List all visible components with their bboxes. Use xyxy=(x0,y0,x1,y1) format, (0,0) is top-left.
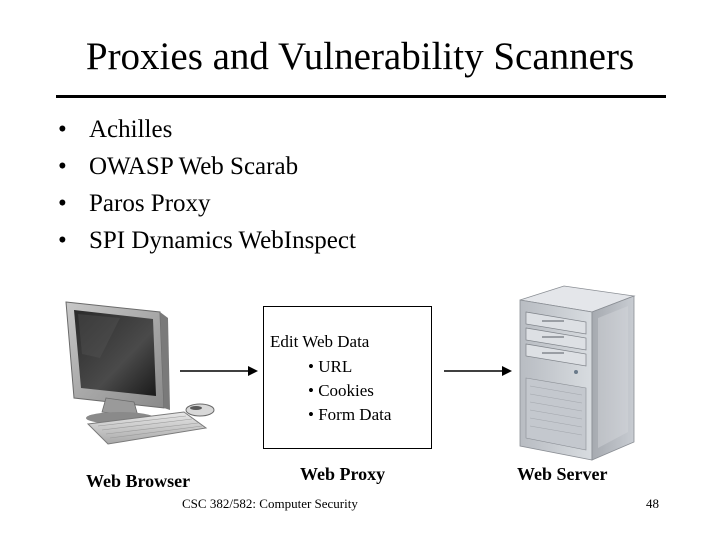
arrow-browser-to-proxy xyxy=(180,365,258,377)
bullet-item: • SPI Dynamics WebInspect xyxy=(58,222,356,259)
proxy-edit-list: • URL • Cookies • Form Data xyxy=(308,355,391,427)
web-proxy-label: Web Proxy xyxy=(300,464,386,484)
arrow-proxy-to-server xyxy=(444,365,512,377)
bullet-dot: • xyxy=(58,227,67,254)
bullet-item: • OWASP Web Scarab xyxy=(58,148,356,185)
bullet-text: Paros Proxy xyxy=(89,190,211,217)
footer-course: CSC 382/582: Computer Security xyxy=(182,496,358,511)
tower-server-icon xyxy=(512,282,638,462)
bullet-dot: • xyxy=(58,190,67,217)
proxy-edit-item: • URL xyxy=(308,357,353,376)
proxy-edit-item: • Form Data xyxy=(308,405,392,424)
bullet-dot: • xyxy=(58,116,67,143)
title-divider xyxy=(56,95,666,98)
proxy-heading: Edit Web Data xyxy=(270,332,370,351)
bullet-item: • Paros Proxy xyxy=(58,185,356,222)
bullet-item: • Achilles xyxy=(58,111,356,148)
web-server-label: Web Server xyxy=(517,464,608,484)
page-number: 48 xyxy=(646,496,659,511)
web-proxy-box xyxy=(263,306,432,449)
bullet-list: • Achilles • OWASP Web Scarab • Paros Proxy… xyxy=(58,111,356,259)
web-browser-label: Web Browser xyxy=(86,471,191,491)
desktop-computer-icon xyxy=(60,298,225,448)
bullet-text: SPI Dynamics WebInspect xyxy=(89,227,356,254)
bullet-text: OWASP Web Scarab xyxy=(89,153,299,180)
bullet-text: Achilles xyxy=(89,116,173,143)
slide-title: Proxies and Vulnerability Scanners xyxy=(85,35,635,78)
bullet-dot: • xyxy=(58,153,67,180)
proxy-edit-item: • Cookies xyxy=(308,381,374,400)
